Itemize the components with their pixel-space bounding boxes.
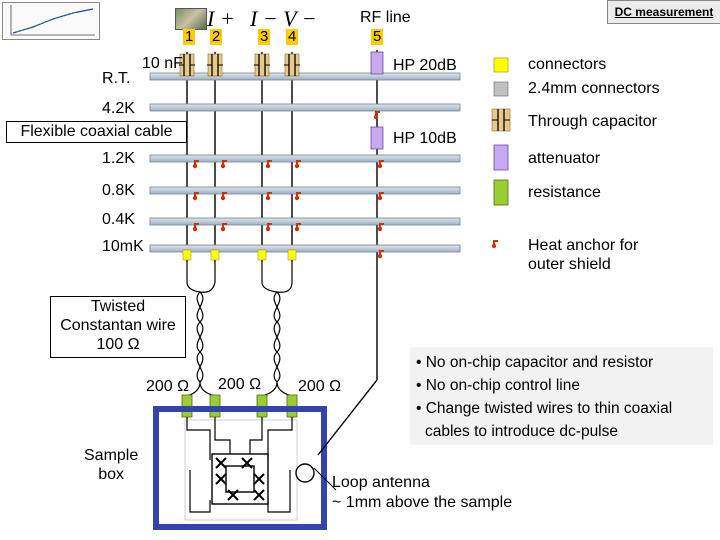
attenuator-20db	[370, 51, 384, 75]
line-number-5: 5	[371, 28, 384, 45]
twisted-wire-line-3: 100 Ω	[96, 336, 140, 353]
hp10-label: HP 10dB	[393, 130, 457, 147]
note-2: • No on-chip control line	[416, 377, 580, 394]
stage-room-temp: R.T.	[102, 70, 131, 87]
stage-0k8: 0.8K	[102, 182, 135, 199]
loop-antenna-line-1: Loop antenna	[332, 474, 430, 491]
legend-heat-anchor-icon	[490, 240, 499, 250]
stage-4k2: 4.2K	[102, 100, 135, 117]
legend-connector-gray-icon	[493, 81, 509, 97]
current-plus-formula: I +	[207, 6, 235, 31]
plate-4k2	[149, 103, 461, 112]
legend-heat-anchor: Heat anchor for outer shield	[528, 237, 639, 273]
notes-box: • No on-chip capacitor and resistor • No…	[410, 347, 713, 445]
note-3: • Change twisted wires to thin coaxial	[416, 400, 673, 417]
stage-0k4: 0.4K	[102, 211, 135, 228]
sample-box-line-1: Sample	[84, 447, 139, 464]
loop-antenna-label: Loop antenna ~ 1mm above the sample	[332, 473, 512, 513]
resistor-label-3: 200 Ω	[298, 378, 342, 395]
sample-device	[211, 453, 269, 505]
note-1: • No on-chip capacitor and resistor	[416, 354, 654, 371]
legend-2p4mm-connectors: 2.4mm connectors	[528, 80, 660, 97]
rf-line-label: RF line	[360, 9, 411, 26]
legend-connectors: connectors	[528, 56, 607, 73]
plate-10mk	[149, 244, 461, 253]
capacitor-value-label: 10 nF	[142, 55, 183, 72]
thumbnail-plot	[2, 2, 100, 40]
note-4: cables to introduce dc-pulse	[425, 423, 619, 440]
plate-0k4	[149, 217, 461, 226]
plate-0k8	[149, 186, 461, 195]
sample-box-line-2: box	[98, 466, 125, 483]
stage-1k2: 1.2K	[102, 150, 135, 167]
line-number-4: 4	[286, 28, 299, 45]
resistor-label-1: 200 Ω	[146, 378, 190, 395]
sample-box-label: Sample box	[84, 446, 138, 484]
resistor-label-2: 200 Ω	[218, 376, 262, 393]
twisted-wire-line-2: Constantan wire	[60, 317, 176, 334]
attenuator-10db	[370, 126, 384, 150]
sample-wiring	[186, 417, 293, 513]
line-number-1: 1	[183, 28, 196, 45]
twisted-wire-line-1: Twisted	[90, 298, 146, 315]
twisted-wires	[186, 262, 293, 408]
legend-resistance-icon	[493, 179, 509, 206]
legend-attenuator-icon	[493, 144, 509, 171]
dc-measurement-label: DC measurement	[607, 0, 720, 24]
hp20-label: HP 20dB	[393, 57, 457, 74]
line-number-3: 3	[258, 28, 271, 45]
stage-10mk: 10mK	[102, 238, 144, 255]
legend-through-capacitor-icon	[491, 108, 511, 132]
plate-1k2	[149, 154, 461, 163]
heat-anchors	[191, 111, 385, 260]
loop-antenna	[295, 258, 378, 491]
loop-antenna-line-2: ~ 1mm above the sample	[332, 494, 513, 511]
legend-through-capacitor: Through capacitor	[528, 113, 657, 130]
legend-attenuator: attenuator	[528, 150, 601, 167]
plate-room-temp	[149, 72, 461, 81]
voltage-formula: I − V −	[250, 6, 317, 31]
legend-connector-yellow-icon	[493, 57, 509, 73]
thumbnail-plot-graphic	[10, 5, 95, 36]
line-number-2: 2	[210, 28, 223, 45]
twisted-wire-label: Twisted Constantan wire 100 Ω	[50, 296, 186, 358]
flex-coax-label: Flexible coaxial cable	[6, 121, 187, 143]
legend-symbols	[490, 57, 511, 250]
temperature-plates	[149, 72, 461, 253]
legend-resistance: resistance	[528, 184, 601, 201]
sample-box	[153, 406, 327, 530]
